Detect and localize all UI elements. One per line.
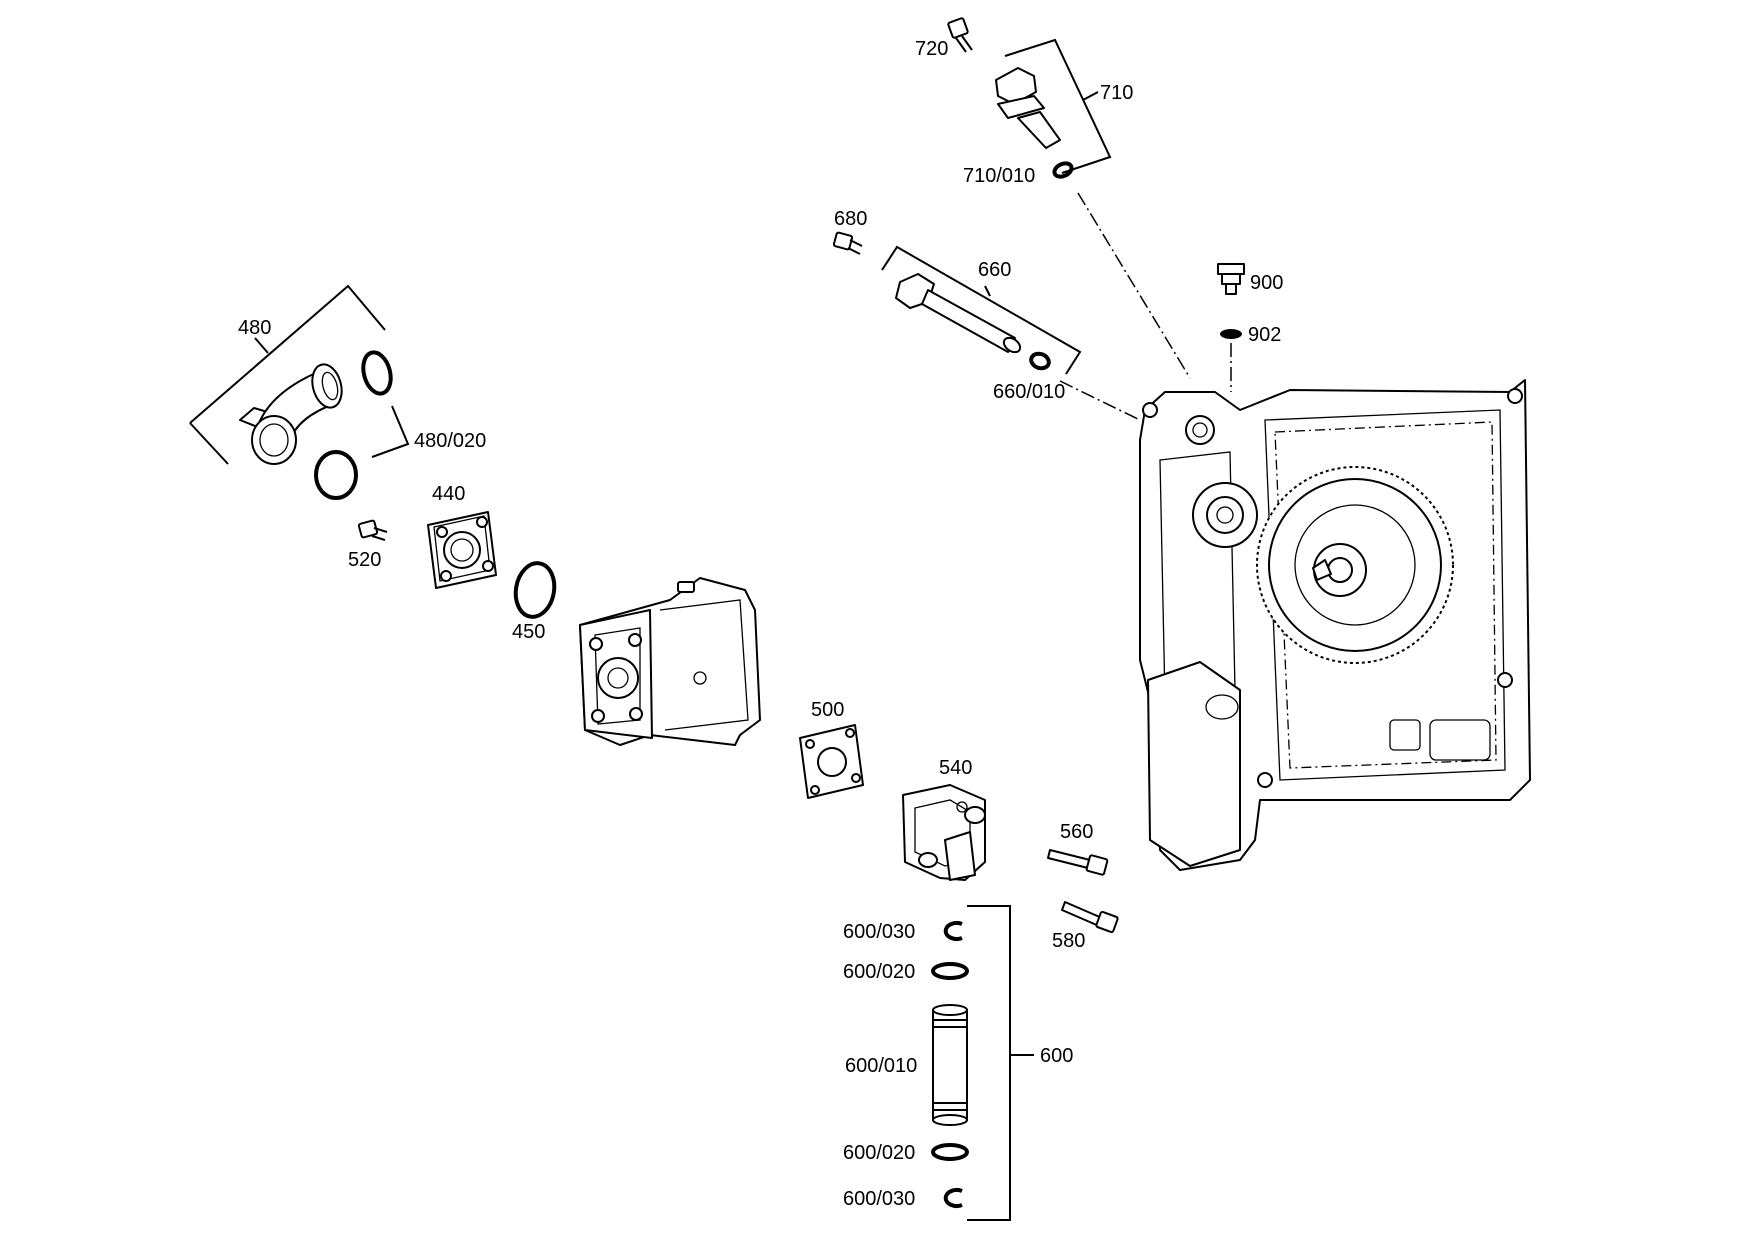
label-500: 500	[811, 699, 844, 721]
part-900-plug[interactable]	[1217, 263, 1245, 295]
part-660-010-oring[interactable]	[1029, 351, 1051, 371]
label-680: 680	[834, 208, 867, 230]
part-pump	[579, 577, 761, 746]
label-600-030-top: 600/030	[843, 921, 915, 943]
bracket-480	[189, 284, 386, 424]
label-600: 600	[1040, 1045, 1073, 1067]
bracket-480-tail	[189, 422, 229, 465]
part-560-bolt[interactable]	[1047, 849, 1109, 876]
part-520-screw[interactable]	[357, 519, 388, 541]
label-480-020: 480/020	[414, 430, 486, 452]
part-440-flange[interactable]	[427, 511, 497, 589]
label-480: 480	[238, 317, 271, 339]
part-480-elbow[interactable]	[239, 361, 346, 465]
label-600-010: 600/010	[845, 1055, 917, 1077]
label-900: 900	[1250, 272, 1283, 294]
part-540-cover[interactable]	[902, 784, 986, 881]
label-710-010: 710/010	[963, 165, 1035, 187]
part-600-030-clip-top[interactable]	[943, 921, 963, 941]
part-710-010-oring[interactable]	[1052, 161, 1074, 179]
part-720-screw[interactable]	[947, 17, 973, 53]
part-480-020-oring-upper[interactable]	[359, 349, 395, 396]
bracket-600	[967, 905, 1011, 1221]
label-600-020-top: 600/020	[843, 961, 915, 983]
bracket-660	[881, 245, 1082, 375]
label-540: 540	[939, 757, 972, 779]
part-housing-gear	[1256, 466, 1454, 664]
label-580: 580	[1052, 930, 1085, 952]
label-450: 450	[512, 621, 545, 643]
part-480-020-oring-lower[interactable]	[314, 450, 358, 500]
part-680-screw[interactable]	[832, 231, 863, 255]
part-450-oring[interactable]	[512, 560, 559, 620]
label-660-010: 660/010	[993, 381, 1065, 403]
assembly-centerlines	[1059, 192, 1232, 421]
bracket-710	[1004, 38, 1112, 174]
label-660: 660	[978, 259, 1011, 281]
label-520: 520	[348, 549, 381, 571]
part-600-030-clip-bottom[interactable]	[943, 1188, 963, 1208]
part-902-seal[interactable]	[1220, 329, 1242, 339]
bracket-480-020	[371, 405, 410, 458]
leader-480	[254, 337, 269, 354]
label-720: 720	[915, 38, 948, 60]
label-600-030-bottom: 600/030	[843, 1188, 915, 1210]
part-580-bolt[interactable]	[1061, 901, 1119, 934]
label-440: 440	[432, 483, 465, 505]
part-600-020-oring-bottom[interactable]	[931, 1143, 969, 1161]
leader-710	[1082, 91, 1099, 101]
label-560: 560	[1060, 821, 1093, 843]
part-710-sensor[interactable]	[995, 67, 1061, 149]
part-labels: 720 710 710/010 680 660 660/010 900 902 …	[238, 38, 1283, 1210]
label-710: 710	[1100, 82, 1133, 104]
label-600-020-bottom: 600/020	[843, 1142, 915, 1164]
part-500-gasket[interactable]	[799, 724, 864, 799]
label-902: 902	[1248, 324, 1281, 346]
part-600-020-oring-top[interactable]	[931, 962, 969, 980]
part-660-shaft[interactable]	[895, 273, 1023, 355]
part-600-010-tube[interactable]	[932, 1004, 968, 1126]
leader-660	[984, 285, 991, 297]
